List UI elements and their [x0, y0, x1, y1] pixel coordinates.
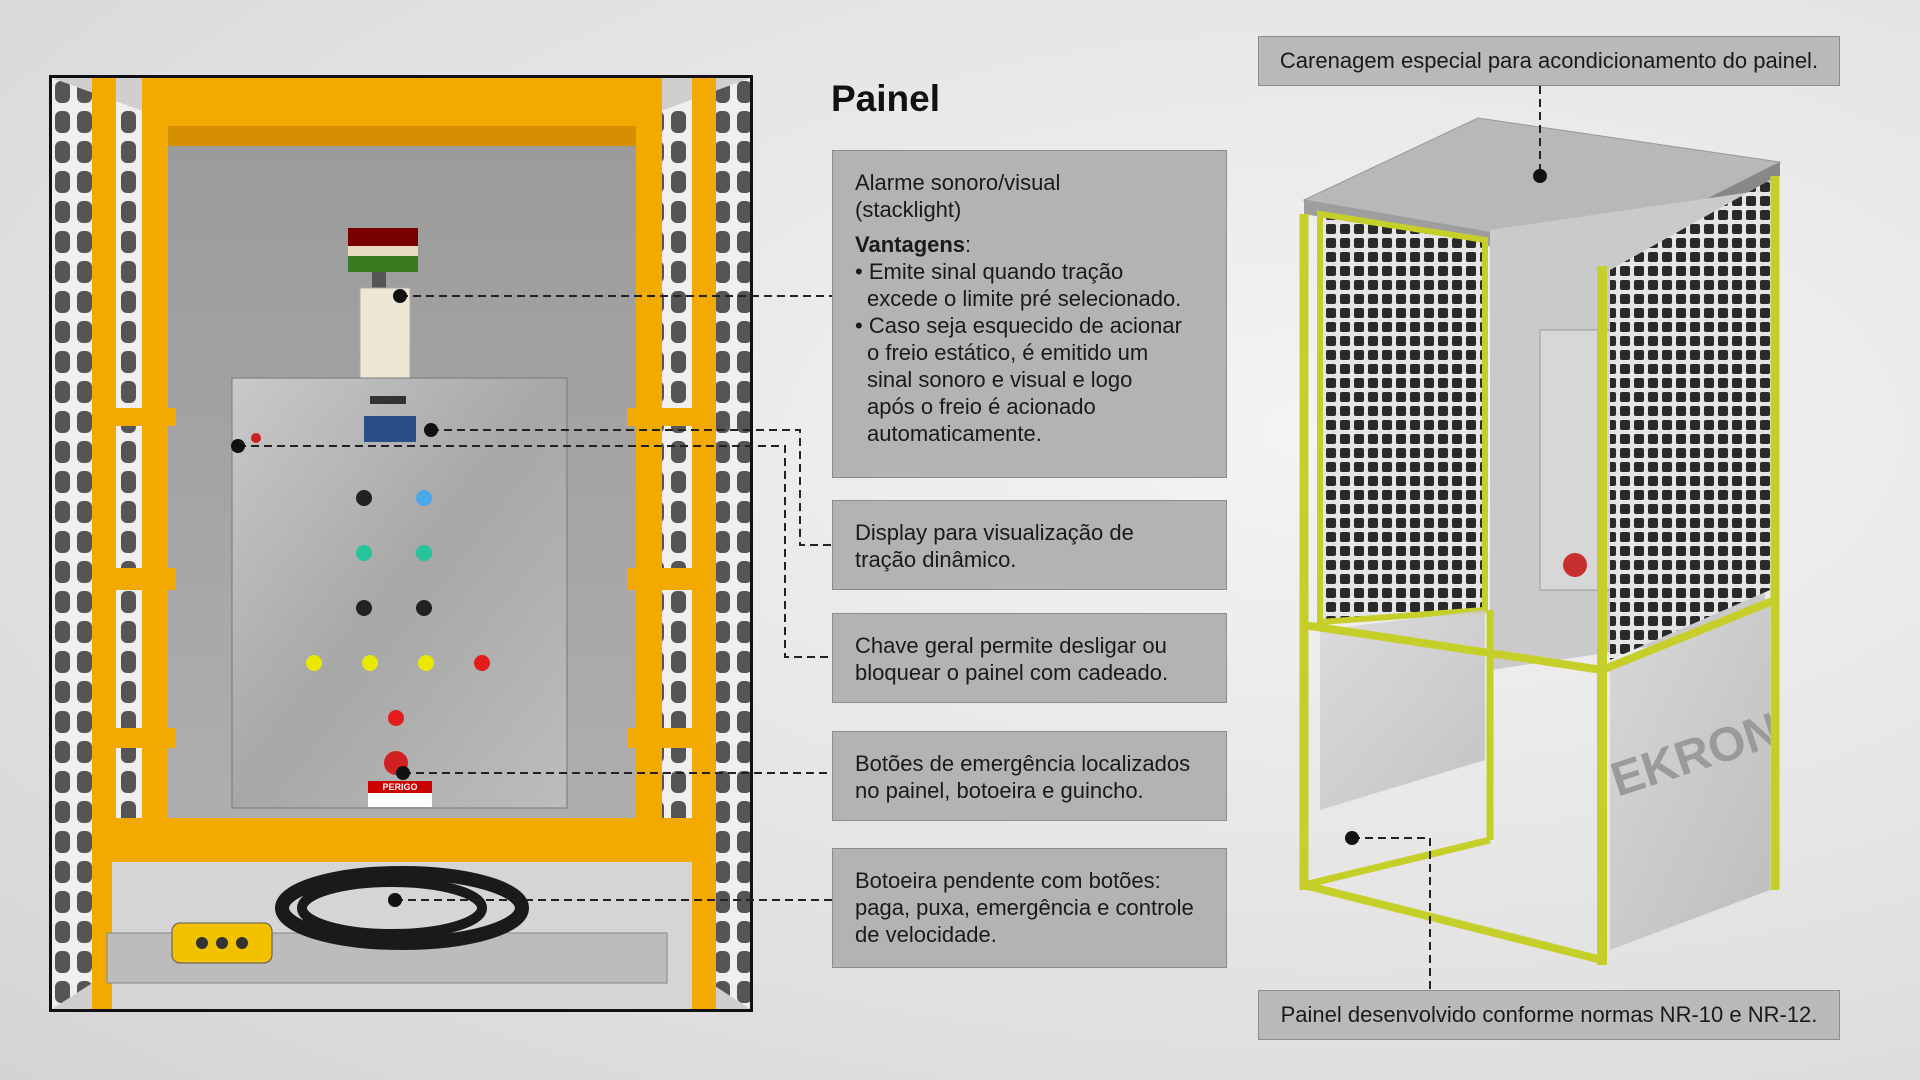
- switch-line2: bloquear o painel com cadeado.: [855, 660, 1169, 685]
- advantages-heading: Vantagens:: [855, 231, 1204, 258]
- emergency-line2: no painel, botoeira e guincho.: [855, 778, 1144, 803]
- alarm-title-line1: Alarme sonoro/visual: [855, 170, 1061, 195]
- top-caption: Carenagem especial para acondicionamento…: [1258, 36, 1840, 86]
- advantages-colon: :: [965, 232, 972, 257]
- alarm-bullet2-line4: após o freio é acionado: [867, 394, 1096, 419]
- switch-line1: Chave geral permite desligar ou: [855, 633, 1167, 658]
- callout-display: Display para visualização de tração dinâ…: [832, 500, 1227, 590]
- alarm-bullet2-line2: o freio estático, é emitido um: [867, 340, 1149, 365]
- pendant-line3: de velocidade.: [855, 922, 997, 947]
- alarm-bullet1-line1: • Emite sinal quando tração: [855, 259, 1124, 284]
- display-line2: tração dinâmico.: [855, 547, 1017, 572]
- callout-pendant: Botoeira pendente com botões: paga, puxa…: [832, 848, 1227, 968]
- callout-switch: Chave geral permite desligar ou bloquear…: [832, 613, 1227, 703]
- cabinet-render: EKRON: [1240, 110, 1800, 985]
- callout-alarm: Alarme sonoro/visual (stacklight) Vantag…: [832, 150, 1227, 478]
- alarm-bullet2-line5: automaticamente.: [867, 421, 1042, 446]
- pendant-line1: Botoeira pendente com botões:: [855, 868, 1161, 893]
- page-title: Painel: [831, 78, 940, 119]
- emergency-line1: Botões de emergência localizados: [855, 751, 1191, 776]
- cabinet-photo: PERIGO: [49, 75, 753, 1012]
- alarm-bullet1-line2: excede o limite pré selecionado.: [867, 286, 1182, 311]
- alarm-bullet2-line1: • Caso seja esquecido de acionar: [855, 313, 1182, 338]
- alarm-title-line2: (stacklight): [855, 197, 962, 222]
- advantages-label: Vantagens: [855, 232, 966, 257]
- warning-label: PERIGO: [382, 782, 417, 792]
- callout-emergency: Botões de emergência localizados no pain…: [832, 731, 1227, 821]
- bottom-caption: Painel desenvolvido conforme normas NR-1…: [1258, 990, 1840, 1040]
- display-line1: Display para visualização de: [855, 520, 1134, 545]
- pendant-line2: paga, puxa, emergência e controle: [855, 895, 1194, 920]
- alarm-bullet2-line3: sinal sonoro e visual e logo: [867, 367, 1133, 392]
